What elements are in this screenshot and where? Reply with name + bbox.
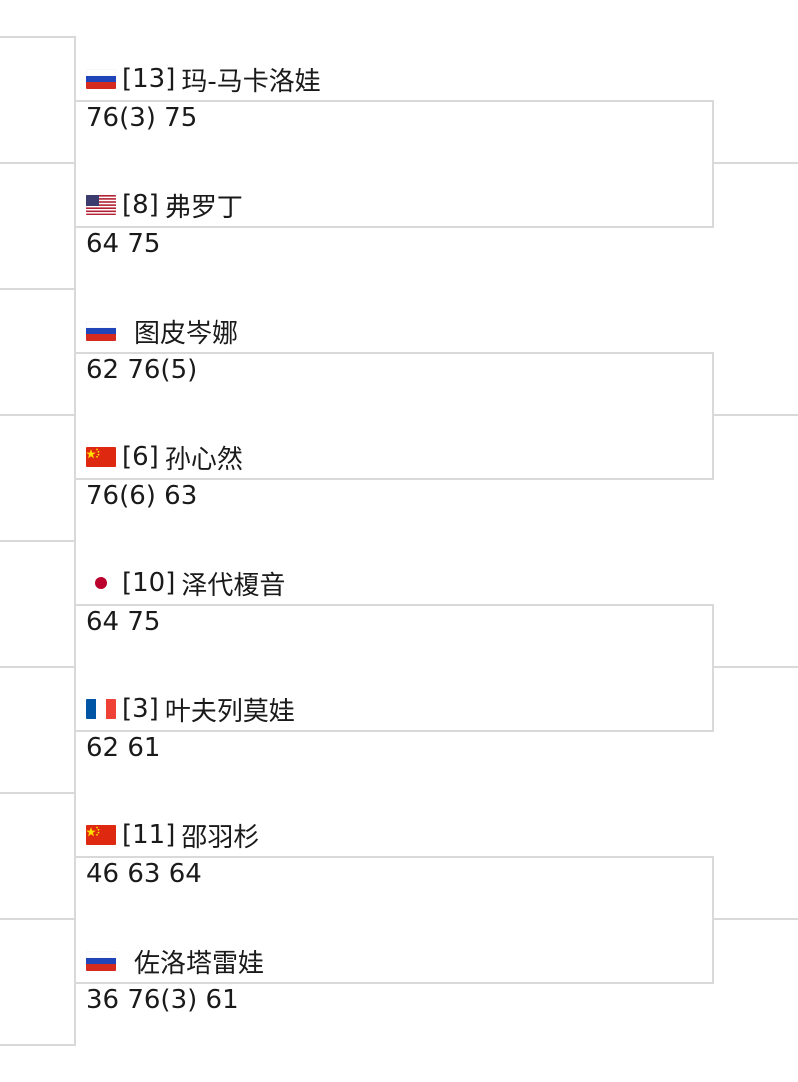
player-name: 玛-马卡洛娃 — [181, 66, 321, 97]
match-box-bottom-line — [76, 982, 714, 984]
prev-round-line — [0, 162, 76, 164]
seed-label: [13] — [122, 64, 176, 94]
match-box-right-line — [712, 100, 714, 228]
next-round-line — [714, 162, 798, 164]
player-name: 佐洛塔雷娃 — [134, 948, 265, 979]
player-entry[interactable]: [10] 泽代榎音 — [86, 566, 286, 601]
prev-round-line — [0, 918, 76, 920]
china-flag-icon — [86, 825, 116, 845]
score-text: 62 76(5) — [86, 355, 198, 385]
player-name: 图皮岑娜 — [134, 318, 239, 349]
prev-round-line — [0, 540, 76, 542]
match-box-bottom-line — [76, 478, 714, 480]
seed-label: [6] — [122, 442, 159, 472]
score-text: 64 75 — [86, 607, 161, 637]
prev-round-line — [0, 792, 76, 794]
score-text: 36 76(3) 61 — [86, 985, 239, 1015]
match-box-top-line — [76, 352, 714, 354]
seed-label: [10] — [122, 568, 176, 598]
player-entry[interactable]: 图皮岑娜 — [86, 314, 239, 349]
next-round-line — [714, 666, 798, 668]
round-divider — [74, 36, 76, 1046]
prev-round-line — [0, 36, 76, 38]
china-flag-icon — [86, 447, 116, 467]
player-entry[interactable]: 佐洛塔雷娃 — [86, 944, 265, 979]
player-name: 泽代榎音 — [181, 570, 286, 601]
score-text: 76(6) 63 — [86, 481, 198, 511]
match-box-right-line — [712, 856, 714, 984]
player-entry[interactable]: [13] 玛-马卡洛娃 — [86, 62, 321, 97]
score-text: 62 61 — [86, 733, 161, 763]
seed-label: [8] — [122, 190, 159, 220]
player-entry[interactable]: [8] 弗罗丁 — [86, 188, 243, 223]
seed-label: [3] — [122, 694, 159, 724]
match-box-bottom-line — [76, 226, 714, 228]
player-name: 邵羽杉 — [181, 822, 260, 853]
player-name: 弗罗丁 — [164, 192, 243, 223]
score-text: 64 75 — [86, 229, 161, 259]
prev-round-line — [0, 288, 76, 290]
prev-round-line — [0, 414, 76, 416]
russia-flag-icon — [86, 321, 116, 341]
player-entry[interactable]: [11] 邵羽杉 — [86, 818, 260, 853]
next-round-line — [714, 918, 798, 920]
player-name: 孙心然 — [164, 444, 243, 475]
prev-round-line — [0, 1044, 76, 1046]
score-text: 76(3) 75 — [86, 103, 198, 133]
russia-flag-icon — [86, 69, 116, 89]
score-text: 46 63 64 — [86, 859, 202, 889]
match-box-right-line — [712, 352, 714, 480]
match-box-top-line — [76, 100, 714, 102]
japan-flag-icon — [86, 573, 116, 593]
russia-flag-icon — [86, 951, 116, 971]
match-box-right-line — [712, 604, 714, 732]
match-box-top-line — [76, 604, 714, 606]
player-entry[interactable]: [3] 叶夫列莫娃 — [86, 692, 295, 727]
seed-label: [11] — [122, 820, 176, 850]
next-round-line — [714, 414, 798, 416]
match-box-top-line — [76, 856, 714, 858]
usa-flag-icon — [86, 195, 116, 215]
france-flag-icon — [86, 699, 116, 719]
match-box-bottom-line — [76, 730, 714, 732]
prev-round-line — [0, 666, 76, 668]
player-entry[interactable]: [6] 孙心然 — [86, 440, 243, 475]
player-name: 叶夫列莫娃 — [164, 696, 295, 727]
